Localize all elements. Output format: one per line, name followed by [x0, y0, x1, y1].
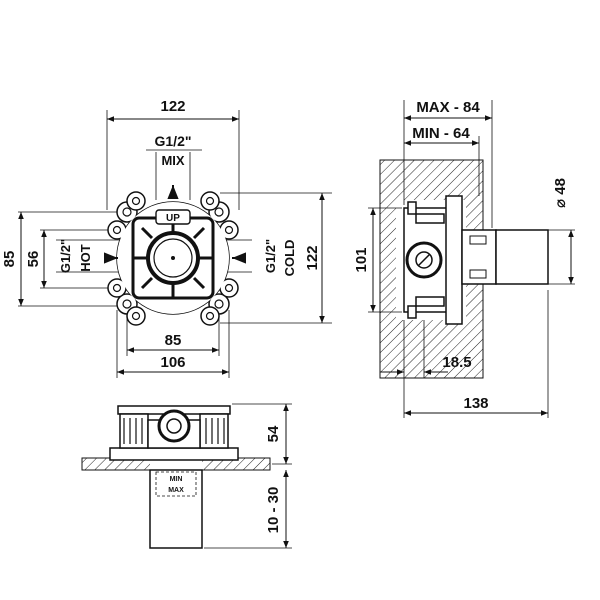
- mark-max: MAX: [168, 487, 184, 494]
- dim-wall-offset: 18.5: [442, 354, 471, 371]
- dim-width-outer: 106: [160, 354, 185, 371]
- dim-height-inner: 56: [25, 251, 42, 268]
- side-view: MAX - 84 MIN - 64 ⌀ 48 101 18.5 138: [353, 99, 575, 418]
- dim-side-height: 101: [353, 247, 370, 272]
- dim-width-inner: 85: [165, 332, 182, 349]
- mounting-plate: [107, 191, 239, 326]
- dim-height-outer: 85: [1, 251, 18, 268]
- mix-label: MIX: [161, 153, 184, 168]
- port-top-label: G1/2": [155, 133, 192, 149]
- cold-label: COLD: [282, 240, 297, 277]
- dim-body-height: 54: [265, 425, 282, 442]
- dim-height-right: 122: [304, 245, 321, 270]
- dim-total-depth: 138: [463, 395, 488, 412]
- dim-width-top: 122: [160, 98, 185, 115]
- port-left-label: G1/2": [58, 239, 73, 273]
- hot-label: HOT: [78, 244, 93, 272]
- port-right-label: G1/2": [263, 239, 278, 273]
- front-view: 122 G1/2" MIX UP 85 56 G1/2" HOT G1/2" C…: [1, 98, 332, 378]
- dim-range: 10 - 30: [265, 487, 282, 534]
- mark-min: MIN: [170, 476, 183, 483]
- bottom-view: MIN MAX 54 10 - 30: [81, 403, 292, 549]
- dim-diameter: ⌀ 48: [552, 178, 569, 208]
- up-badge: UP: [166, 213, 180, 224]
- dim-min-depth: MIN - 64: [412, 125, 470, 142]
- dim-max-depth: MAX - 84: [416, 99, 480, 116]
